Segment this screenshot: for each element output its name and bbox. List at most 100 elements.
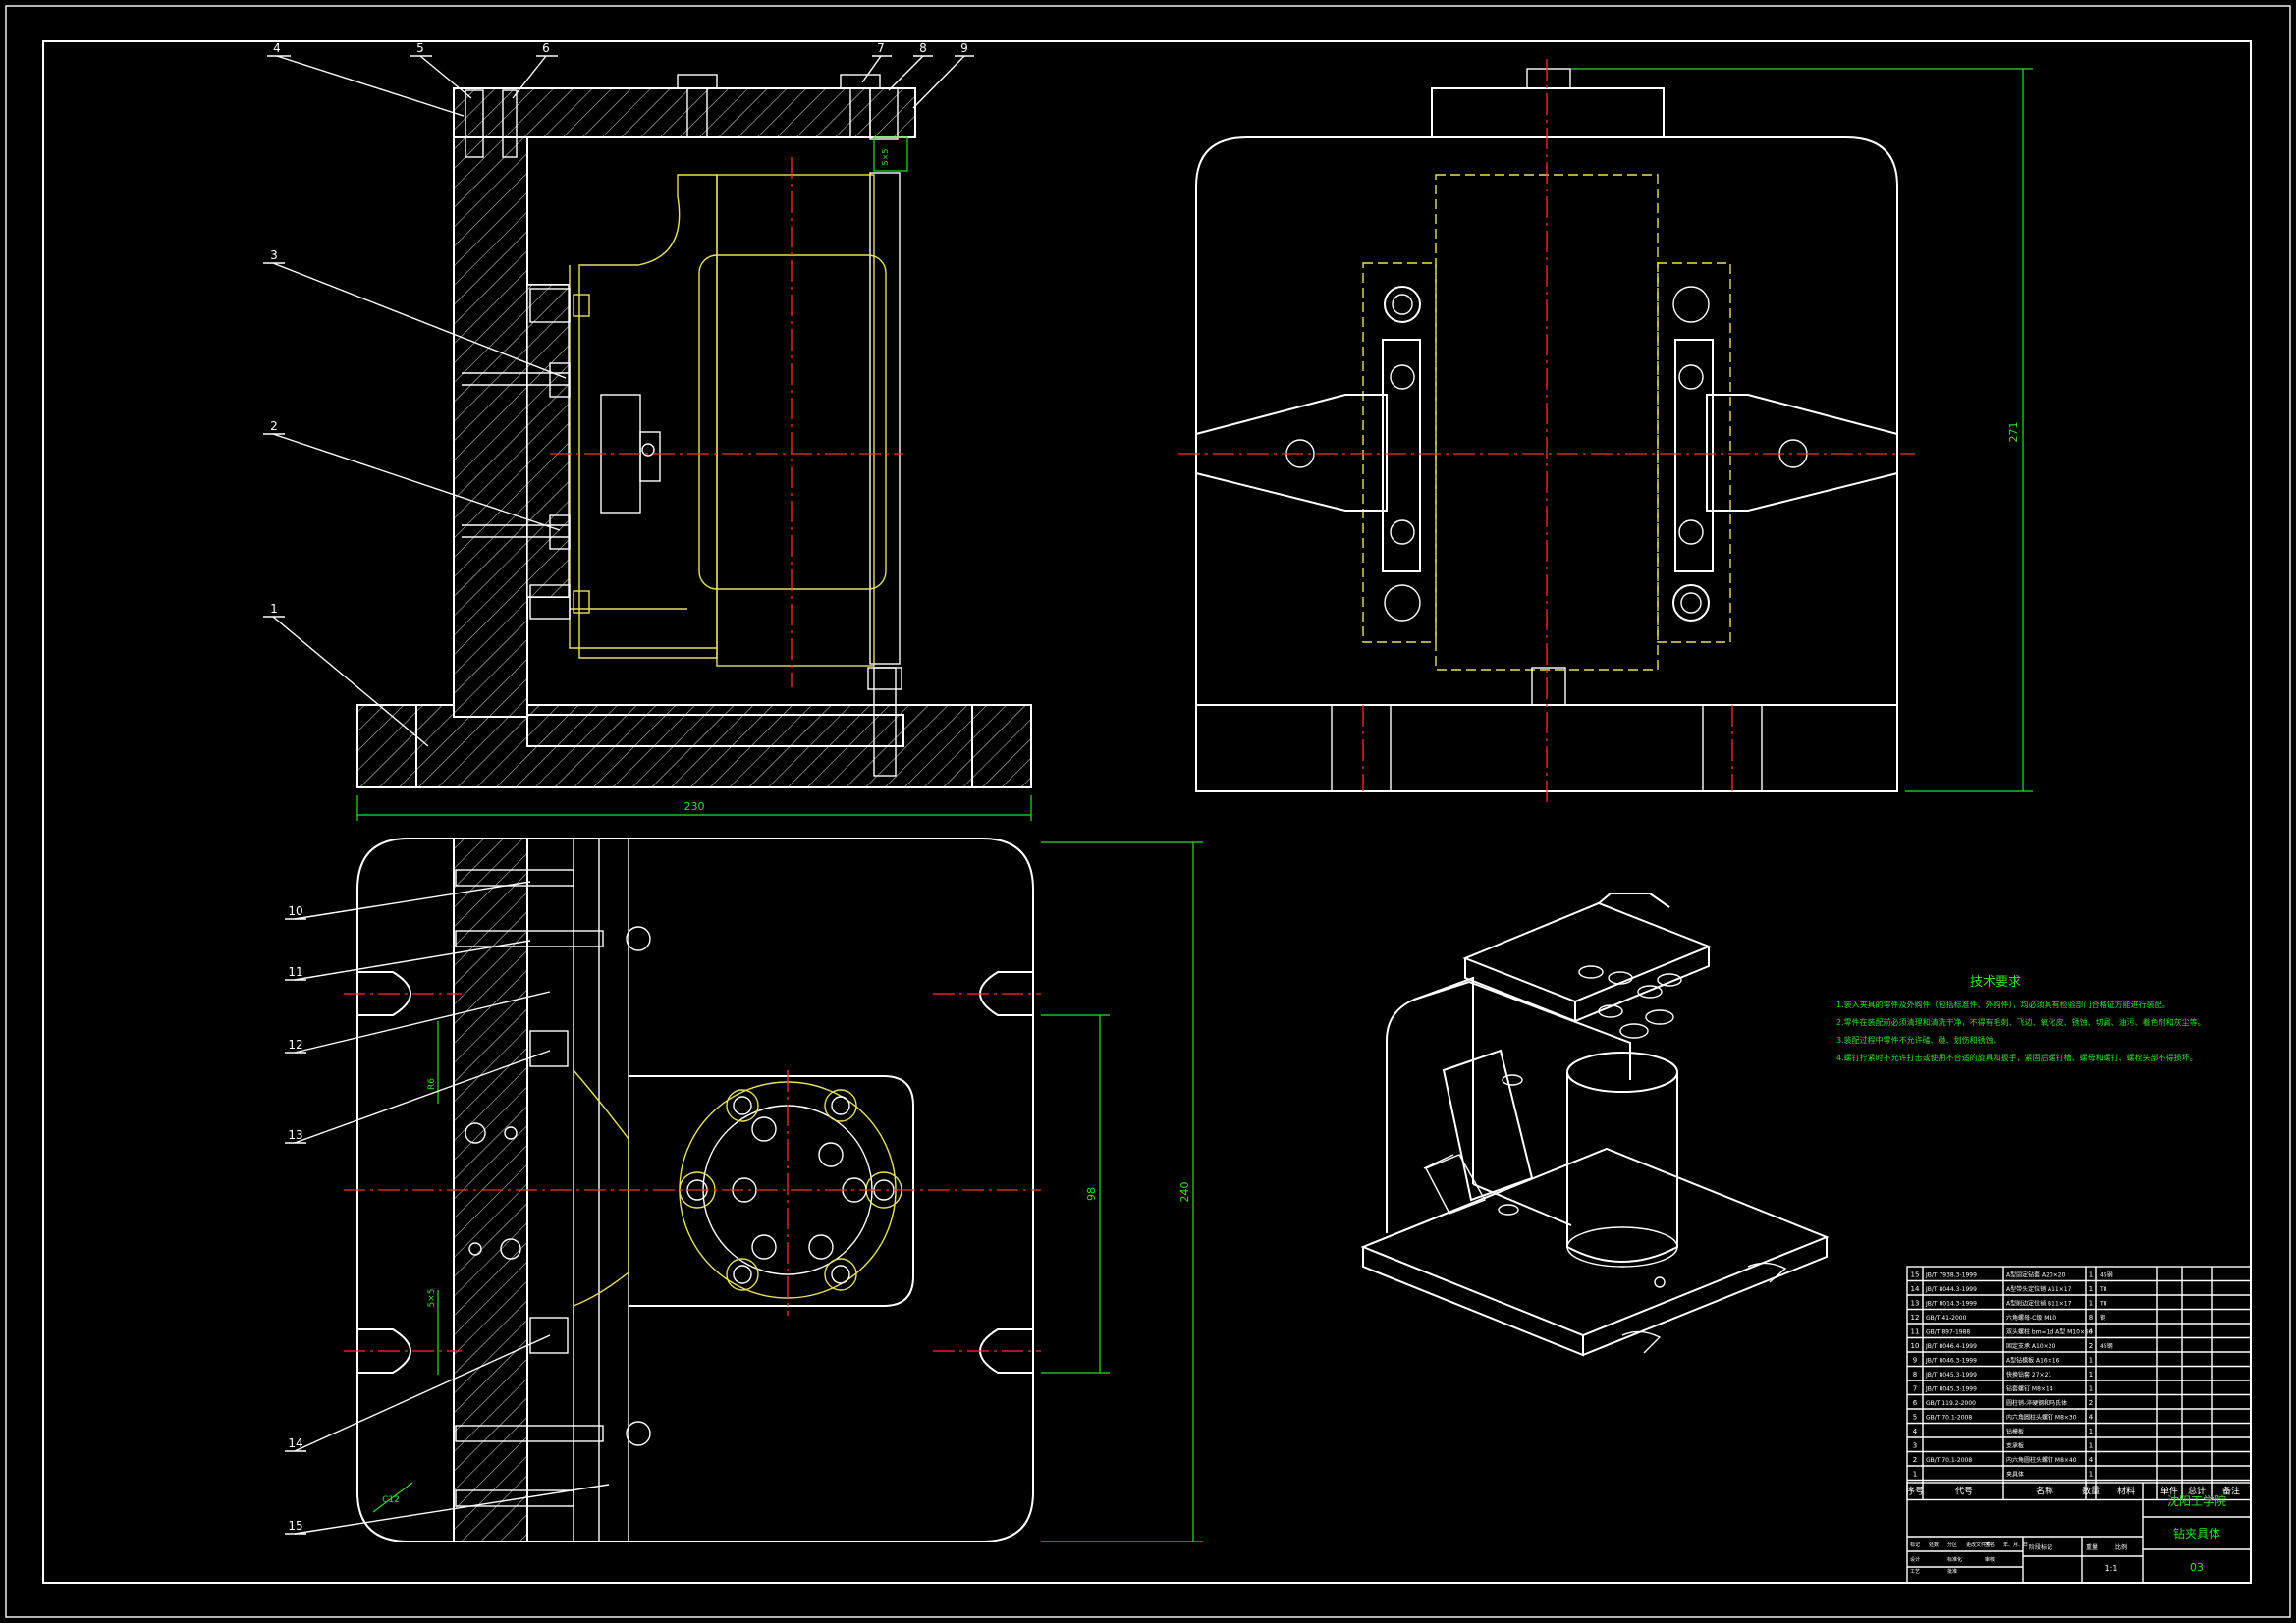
bom-cell-qty: 2: [2089, 1342, 2093, 1350]
bom-cell-name: 双头螺柱 bm=1d A型 M10×50: [2006, 1328, 2093, 1336]
dim-small-b: 5×5: [427, 1289, 437, 1308]
bom-cell-name: 六角螺母-C级 M10: [2006, 1314, 2056, 1322]
title-stage-3: 比例: [2115, 1543, 2127, 1551]
bom-cell-no: 6: [1913, 1399, 1918, 1407]
bom-cell-code: GB/T 70.1-2008: [1926, 1415, 1972, 1422]
bom-header-cell: 单件: [2160, 1486, 2178, 1497]
bom-cell-code: JB/T 8046.3-1999: [1925, 1358, 1977, 1365]
title-stage-2: 重量: [2086, 1543, 2098, 1551]
title-sign-cell: 年、月、日: [2003, 1542, 2028, 1548]
balloon-14: 14: [288, 1436, 302, 1450]
balloon-12: 12: [288, 1038, 302, 1052]
bom-cell-name: 圆柱销-淬硬钢和马氏体: [2006, 1399, 2067, 1407]
bom-cell-material: T8: [2099, 1286, 2107, 1293]
title-sign-cell: 设计: [1910, 1556, 1920, 1563]
bom-cell-name: 钻套螺钉 M8×14: [2006, 1385, 2053, 1393]
bom-cell-qty: 4: [2089, 1456, 2094, 1464]
bom-cell-code: JB/T 8014.3-1999: [1925, 1301, 1977, 1308]
title-block: 沈阳工学院 钻夹具体 03 1:1 阶段标记 重量 比例 标记处数分区更改文件号…: [1906, 1482, 2252, 1584]
bom-cell-name: A型带头定位销 A11×17: [2006, 1285, 2072, 1293]
bom-header-cell: 代号: [1955, 1487, 1973, 1497]
bom-cell-name: A型削边定位销 B11×17: [2006, 1300, 2072, 1308]
bom-cell-name: 钻模板: [2006, 1428, 2024, 1435]
front-section-view: [356, 74, 1032, 821]
balloon-11: 11: [288, 965, 302, 979]
balloon-1: 1: [270, 602, 278, 616]
leader-lines-front: [263, 55, 974, 747]
dim-small-d: C12: [382, 1495, 400, 1505]
dim-small-c: 5×5: [881, 149, 890, 166]
bom-cell-code: JB/T 8045.3-1999: [1925, 1386, 1977, 1393]
bom-cell-code: GB/T 897-1988: [1926, 1329, 1970, 1336]
balloon-2: 2: [270, 419, 278, 433]
bom-cell-qty: 1: [2089, 1357, 2093, 1365]
dim-plan-height: 240: [1178, 1182, 1191, 1203]
bom-header-cell: 总计: [2188, 1486, 2206, 1497]
balloon-13: 13: [288, 1128, 302, 1142]
bom-cell-qty: 1: [2089, 1385, 2093, 1393]
tech-req-heading: 技术要求: [1970, 975, 2021, 990]
bom-cell-code: GB/T 41-2000: [1926, 1315, 1967, 1322]
bom-cell-qty: 2: [2089, 1399, 2093, 1407]
title-sign-cell: 标准化: [1947, 1556, 1962, 1563]
balloon-10: 10: [288, 904, 302, 918]
title-sign-cell: 更改文件号: [1966, 1542, 1991, 1548]
bom-header-cell: 序号: [1906, 1486, 1924, 1497]
title-drawing-name: 钻夹具体: [2173, 1526, 2220, 1541]
bom-cell-name: A型固定钻套 A20×20: [2006, 1271, 2066, 1279]
bom-cell-qty: 1: [2089, 1300, 2093, 1308]
bom-cell-code: JB/T 8046.4-1999: [1925, 1343, 1977, 1350]
bom-cell-no: 11: [1911, 1328, 1920, 1336]
dim-small-a: R6: [427, 1078, 437, 1090]
bom-cell-qty: 1: [2089, 1371, 2093, 1379]
bom-cell-name: 固定支承 A10×20: [2006, 1342, 2055, 1350]
leader-lines-plan: [285, 881, 610, 1535]
title-sign-cell: 处数: [1929, 1542, 1939, 1548]
bom-cell-material: 45钢: [2100, 1342, 2113, 1350]
bom-cell-no: 15: [1911, 1271, 1920, 1279]
tech-req-line-1: 1.装入夹具的零件及外购件（包括标准件、外购件），均必须具有检验部门合格证方能进…: [1836, 1000, 2170, 1009]
bom-cell-no: 5: [1913, 1414, 1917, 1422]
title-sign-cell: 签名: [1985, 1542, 1995, 1548]
bom-header-cell: 数量: [2082, 1486, 2100, 1497]
bom-cell-name: A型钻模板 A16×16: [2006, 1357, 2060, 1365]
bom-cell-no: 4: [1913, 1428, 1918, 1435]
bom-cell-qty: 1: [2089, 1471, 2093, 1479]
bom-cell-material: 45钢: [2100, 1271, 2113, 1279]
balloon-8: 8: [919, 41, 927, 55]
title-sign-cell: 标记: [1910, 1542, 1920, 1548]
title-school: 沈阳工学院: [2167, 1493, 2226, 1508]
title-drawing-number: 03: [2190, 1561, 2204, 1574]
sheet-border-outer: [5, 5, 2291, 1618]
bom-cell-name: 内六角圆柱头螺钉 M8×30: [2006, 1414, 2077, 1422]
bom-header-cell: 材料: [2117, 1486, 2135, 1497]
bom-cell-code: JB/T 8044.3-1999: [1925, 1286, 1977, 1293]
bom-cell-name: 支承板: [2006, 1442, 2024, 1450]
tech-req-line-2: 2.零件在装配前必须清理和清洗干净，不得有毛刺、飞边、氧化皮、锈蚀、切屑、油污、…: [1836, 1017, 2206, 1027]
bom-cell-name: 快换钻套 27×21: [2006, 1371, 2051, 1379]
balloon-5: 5: [416, 41, 424, 55]
bom-cell-qty: 1: [2089, 1442, 2093, 1450]
balloon-3: 3: [270, 248, 278, 262]
bom-cell-code: JB/T 8045.3-1999: [1925, 1372, 1977, 1379]
balloon-9: 9: [960, 41, 968, 55]
isometric-view: [1360, 893, 1830, 1357]
balloon-4: 4: [273, 41, 281, 55]
title-sign-cell: 分区: [1947, 1542, 1957, 1548]
bom-cell-name: 夹具体: [2006, 1471, 2024, 1479]
title-sign-cell: 审核: [1985, 1556, 1995, 1563]
bom-cell-qty: 1: [2089, 1271, 2093, 1279]
sheet-border-inner: [42, 40, 2252, 1584]
bom-header-cell: 名称: [2036, 1486, 2053, 1497]
balloon-7: 7: [877, 41, 885, 55]
bom-cell-no: 8: [1913, 1371, 1917, 1379]
dim-side-height: 271: [2007, 422, 2020, 443]
tech-req-line-3: 3.装配过程中零件不允许磕、碰、划伤和锈蚀。: [1836, 1035, 2001, 1045]
bom-cell-qty: 1: [2089, 1428, 2093, 1435]
side-view: [1178, 59, 2033, 805]
bom-cell-qty: 8: [2089, 1314, 2093, 1322]
dim-plan-inner: 98: [1085, 1187, 1098, 1201]
bom-cell-no: 2: [1913, 1456, 1917, 1464]
balloon-15: 15: [288, 1519, 302, 1533]
